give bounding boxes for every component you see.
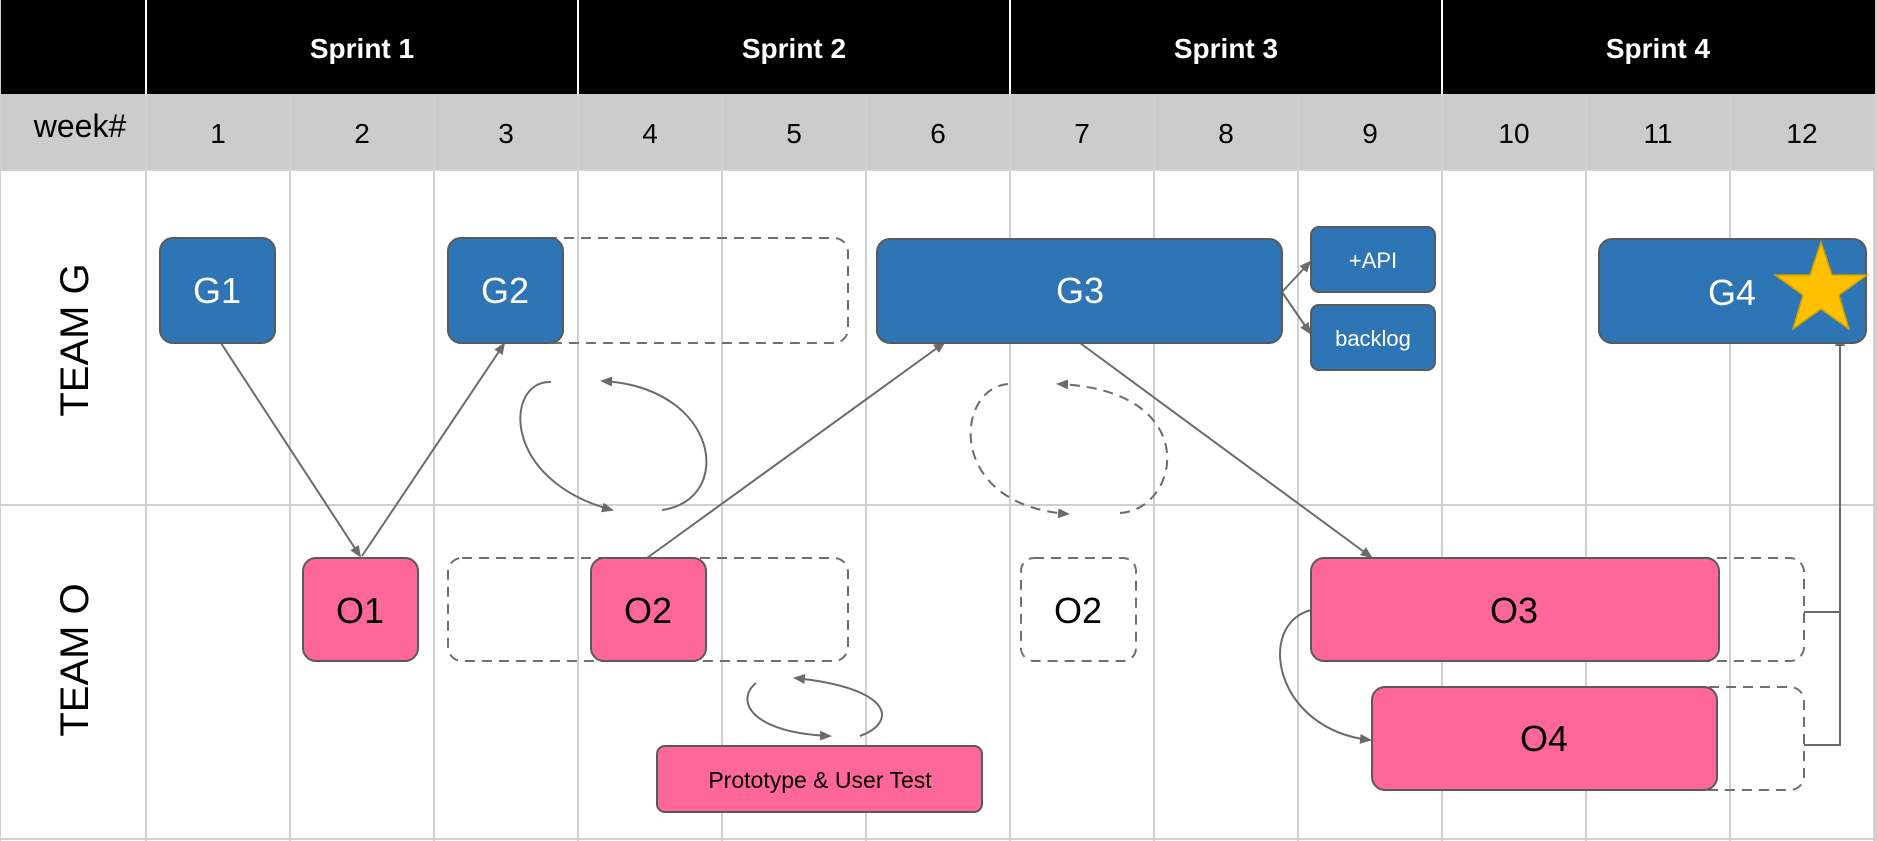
week-number-label: 7 [1074, 118, 1090, 149]
sprint-header-bar [0, 0, 1877, 94]
task-o1-label: O1 [336, 590, 384, 631]
week-number-label: 10 [1498, 118, 1529, 149]
sprint-label: Sprint 1 [310, 33, 414, 64]
task-o3-box[interactable] [1310, 557, 1720, 662]
arrow-g3-to-api [1281, 260, 1312, 293]
week-number-label: 8 [1218, 118, 1234, 149]
task-g1-label: G1 [193, 270, 241, 311]
task-o3[interactable]: O3 [1310, 557, 1720, 662]
star-icon [1772, 239, 1870, 331]
dashed-loop-arrow-sprint3-iteration [969, 383, 1070, 519]
week-number-label: 12 [1786, 118, 1817, 149]
loop-arrow-prototype-return [793, 674, 883, 737]
arrow-g3-to-o3 [1079, 342, 1373, 559]
task-g2[interactable]: G2 [447, 237, 564, 344]
task-backlog-label: backlog [1335, 326, 1411, 351]
arrow-o2-to-g3 [646, 341, 946, 559]
loop-arrow-sprint2-iteration [519, 380, 614, 513]
task-o4[interactable]: O4 [1371, 686, 1718, 791]
arrow-g3-to-backlog [1281, 291, 1312, 335]
task-prototype-user-test-label: Prototype & User Test [708, 767, 932, 793]
task-o1[interactable]: O1 [302, 557, 419, 662]
task-g2-label: G2 [481, 270, 529, 311]
task-backlog[interactable]: backlog [1310, 304, 1436, 371]
bracket-o3-o4-to-g4 [1804, 611, 1841, 746]
week-number-label: 5 [786, 118, 802, 149]
task-o2-box[interactable] [590, 557, 707, 662]
week-header-bar [0, 94, 1877, 170]
connectors [216, 260, 1845, 746]
task-g1-box[interactable] [159, 237, 276, 344]
week-number-label: 9 [1362, 118, 1378, 149]
task-prototype-user-test[interactable]: Prototype & User Test [656, 745, 983, 813]
task-backlog-box[interactable] [1310, 304, 1436, 371]
task-g4[interactable]: G4 [1598, 238, 1870, 344]
week-number-label: 3 [498, 118, 514, 149]
week-number-label: 6 [930, 118, 946, 149]
arrow-o1-to-g2 [361, 342, 506, 557]
task-o2-label: O2 [624, 590, 672, 631]
week-number-label: 2 [354, 118, 370, 149]
sprint-labels: Sprint 1 Sprint 2 Sprint 3 Sprint 4 [310, 33, 1711, 64]
task-g3-box[interactable] [876, 238, 1283, 344]
dashed-loop-arrow-sprint3-return [1056, 379, 1169, 514]
task-o3-label: O3 [1490, 590, 1538, 631]
task-o2[interactable]: O2 [590, 557, 707, 662]
task-prototype-user-test-box[interactable] [656, 745, 983, 813]
week-number-label: 4 [642, 118, 658, 149]
task-api-label: +API [1349, 248, 1397, 273]
task-g2-box[interactable] [447, 237, 564, 344]
loop-arrow-prototype-iteration [746, 682, 832, 741]
task-api[interactable]: +API [1310, 226, 1436, 293]
task-o1-box[interactable] [302, 557, 419, 662]
o2-extension-dashed-box [447, 557, 849, 662]
arrow-g1-to-o1 [216, 336, 362, 558]
lane-label-team-o: TEAM O [53, 583, 97, 736]
lane-label-team-g: TEAM G [53, 263, 97, 416]
week-number-label: 11 [1643, 118, 1672, 149]
sprint-label: Sprint 2 [742, 33, 846, 64]
sprint-label: Sprint 3 [1174, 33, 1278, 64]
task-o4-label: O4 [1520, 718, 1568, 759]
task-g4-label: G4 [1708, 272, 1756, 313]
task-o4-box[interactable] [1371, 686, 1718, 791]
task-api-box[interactable] [1310, 226, 1436, 293]
week-number-label: 1 [210, 118, 226, 149]
curve-arrow-o3-to-o4 [1279, 609, 1372, 744]
task-o2-planned[interactable]: O2 [1020, 557, 1137, 662]
task-o2-planned-label: O2 [1054, 590, 1102, 631]
week-heading: week# [33, 108, 127, 144]
sprint-label: Sprint 4 [1606, 33, 1711, 64]
loop-arrow-sprint2-return [600, 376, 708, 511]
task-g1[interactable]: G1 [159, 237, 276, 344]
task-g3-label: G3 [1056, 270, 1104, 311]
task-g3[interactable]: G3 [876, 238, 1283, 344]
